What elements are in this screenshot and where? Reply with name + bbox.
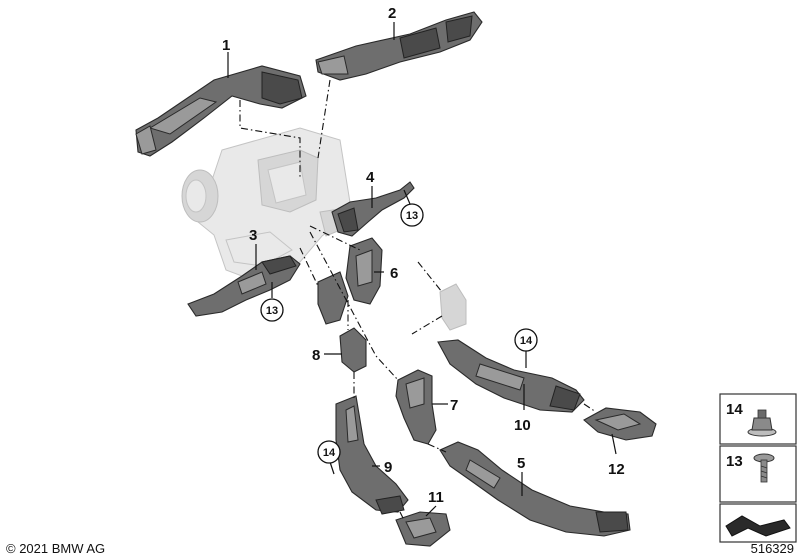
part-11-duct[interactable] bbox=[395, 511, 451, 547]
callout-labels: 1 2 3 4 5 6 7 8 9 10 11 12 bbox=[222, 5, 625, 506]
callout-5: 5 bbox=[517, 455, 525, 472]
ghost-panel-part bbox=[439, 283, 467, 331]
screw-icon bbox=[753, 453, 775, 483]
circled-13-right: 13 bbox=[406, 210, 418, 222]
circled-14-left: 14 bbox=[323, 447, 336, 459]
callout-12: 12 bbox=[608, 461, 625, 478]
part-9-duct[interactable] bbox=[335, 395, 409, 515]
part-1-duct[interactable] bbox=[135, 65, 307, 157]
leader-lines bbox=[227, 22, 617, 517]
callout-7: 7 bbox=[450, 397, 458, 414]
nut-icon bbox=[747, 409, 777, 437]
legend-panel-13: 13 bbox=[719, 445, 797, 503]
part-4-duct[interactable] bbox=[331, 181, 415, 237]
callout-6: 6 bbox=[390, 265, 398, 282]
hvac-unit-ghost bbox=[181, 127, 353, 283]
copyright-text: © 2021 BMW AG bbox=[6, 541, 105, 556]
legend-label-13: 13 bbox=[726, 453, 743, 470]
part-12-duct[interactable] bbox=[583, 407, 657, 441]
part-8-duct[interactable] bbox=[339, 327, 367, 373]
circled-13-left: 13 bbox=[266, 305, 278, 317]
part-2-duct[interactable] bbox=[315, 11, 483, 81]
callout-2: 2 bbox=[388, 5, 396, 22]
legend-label-14: 14 bbox=[726, 401, 743, 418]
part-10-duct[interactable] bbox=[437, 339, 585, 413]
legend-panel-14: 14 bbox=[719, 393, 797, 445]
gasket-shape-icon bbox=[725, 515, 791, 537]
part-5-duct[interactable] bbox=[439, 441, 631, 537]
callout-10: 10 bbox=[514, 417, 531, 434]
part-6-bracket[interactable] bbox=[317, 237, 383, 325]
callout-1: 1 bbox=[222, 37, 230, 54]
part-7-duct[interactable] bbox=[395, 369, 437, 445]
callout-9: 9 bbox=[384, 459, 392, 476]
circled-14-right: 14 bbox=[520, 335, 533, 347]
circled-refs: 13 13 14 14 bbox=[260, 203, 538, 464]
part-3-duct[interactable] bbox=[187, 255, 301, 317]
callout-3: 3 bbox=[249, 227, 257, 244]
legend-panel-shape bbox=[719, 503, 797, 543]
callout-4: 4 bbox=[366, 169, 375, 186]
callout-11: 11 bbox=[428, 489, 444, 506]
callout-8: 8 bbox=[312, 347, 320, 364]
diagram-number: 516329 bbox=[751, 541, 794, 556]
assembly-lines bbox=[239, 79, 597, 521]
